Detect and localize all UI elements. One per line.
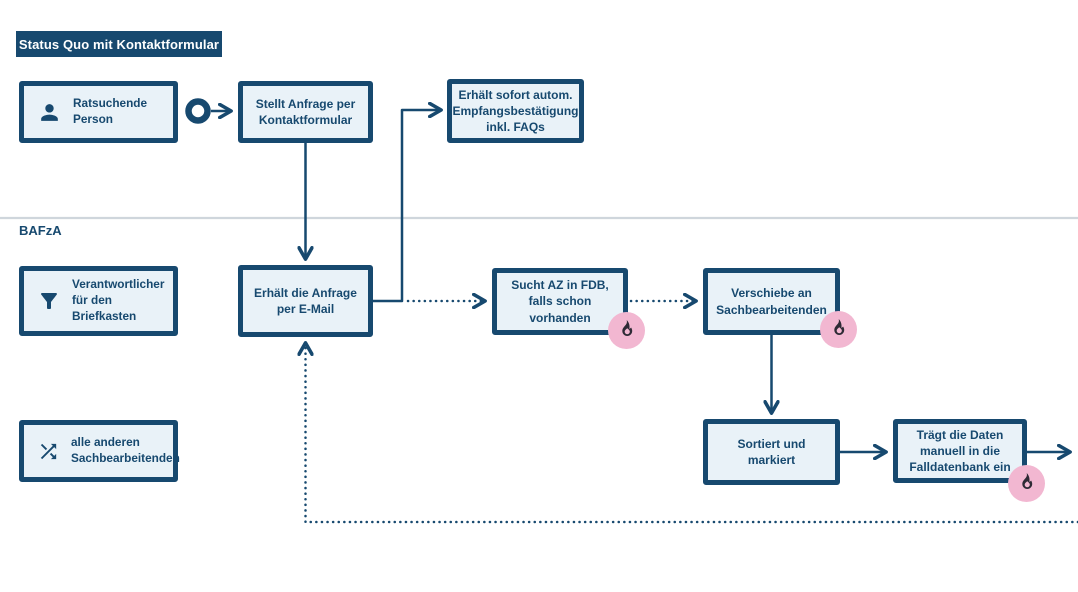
node-label: Trägt die Daten manuell in die Falldaten… (909, 427, 1011, 475)
lane-label-bafza: BAFzA (19, 223, 62, 238)
node-label: Verantwortlicher für den Briefkasten (72, 277, 165, 323)
node-label: Sortiert und markiert (737, 436, 806, 467)
node-label: Verschiebe an Sachbearbeitenden (716, 286, 827, 317)
pain-point-badge (608, 312, 645, 349)
node-verantwortlicher-briefkasten: Verantwortlicher für den Briefkasten (19, 266, 178, 336)
pain-point-badge (1008, 465, 1045, 502)
node-label: Ratsuchende Person (73, 96, 148, 126)
node-label: Erhält sofort autom. Empfangsbestätigung… (452, 87, 579, 135)
filter-icon (37, 289, 61, 313)
flame-icon (617, 319, 636, 343)
node-ratsuchende-person: Ratsuchende Person (19, 81, 178, 143)
node-verschiebe-sachbearbeitende: Verschiebe an Sachbearbeitenden (703, 268, 840, 335)
diagram-title-badge: Status Quo mit Kontaktformular (16, 31, 222, 57)
flame-icon (829, 318, 848, 342)
person-icon (37, 100, 62, 125)
node-alle-anderen-sachbearbeitenden: alle anderen Sachbearbeitenden (19, 420, 180, 482)
node-empfangsbestaetigung: Erhält sofort autom. Empfangsbestätigung… (447, 79, 584, 143)
node-sortiert-und-markiert: Sortiert und markiert (703, 419, 840, 485)
node-traegt-daten-falldatenbank: Trägt die Daten manuell in die Falldaten… (893, 419, 1027, 483)
node-erhaelt-anfrage-email: Erhält die Anfrage per E-Mail (238, 265, 373, 337)
shuffle-icon (37, 440, 60, 463)
edge-erhaelt-to-bestaetigung (373, 110, 440, 303)
flame-icon (1017, 472, 1036, 496)
start-event-icon (185, 98, 211, 124)
pain-point-badge (820, 311, 857, 348)
node-sucht-az-fdb: Sucht AZ in FDB, falls schon vorhanden (492, 268, 628, 335)
node-label: Erhält die Anfrage per E-Mail (254, 285, 357, 316)
node-label: alle anderen Sachbearbeitenden (71, 435, 180, 465)
node-label: Sucht AZ in FDB, falls schon vorhanden (511, 278, 609, 325)
node-stellt-anfrage: Stellt Anfrage per Kontaktformular (238, 81, 373, 143)
node-label: Stellt Anfrage per Kontaktformular (255, 96, 356, 127)
edge-return-loop (306, 344, 1078, 524)
